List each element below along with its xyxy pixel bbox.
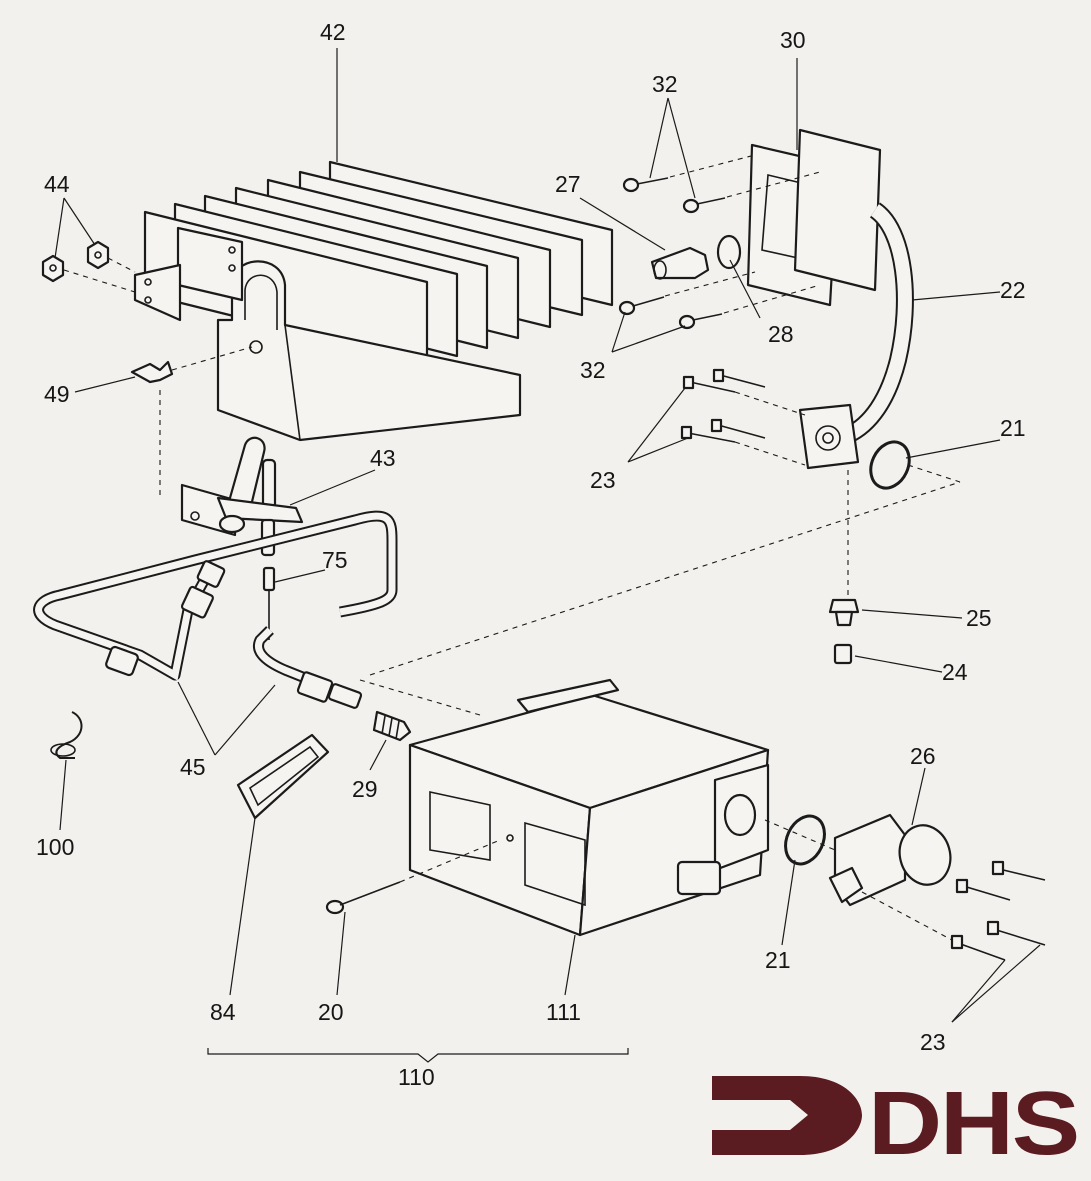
label-44: 44: [44, 171, 70, 197]
label-32-upper: 32: [652, 71, 678, 97]
nut-29: [372, 710, 412, 742]
o-ring-21-lower: [784, 814, 826, 866]
leader-lines: [54, 48, 1041, 1023]
screws-32: [618, 177, 726, 330]
screw-20: [325, 881, 401, 915]
gasket-84: [236, 733, 330, 820]
bracket-110: [207, 1048, 629, 1063]
dhs-logo-text: DHS: [868, 1074, 1078, 1174]
label-29: 29: [352, 776, 378, 802]
washer-28: [716, 234, 742, 270]
bolts-23-lower: [950, 860, 1046, 961]
nut-44-right: [86, 240, 110, 270]
nipple-24: [833, 643, 853, 665]
label-21-upper: 21: [1000, 415, 1026, 441]
fitting-27: [650, 246, 710, 280]
gas-valve-111: [408, 678, 770, 937]
label-49: 49: [44, 381, 70, 407]
label-26: 26: [910, 743, 936, 769]
label-21-lower: 21: [765, 947, 791, 973]
dhs-logo: DHS: [712, 1074, 1080, 1174]
nut-44-left: [41, 254, 65, 283]
clip-100: [50, 711, 83, 759]
label-23-upper: 23: [590, 467, 616, 493]
inlet-elbow-26: [828, 813, 952, 907]
bolts-23-upper: [680, 368, 766, 443]
label-20: 20: [318, 999, 344, 1025]
wing-nut-49: [130, 360, 174, 384]
burner-bracket: [133, 263, 182, 322]
gas-pipe-22: [798, 202, 914, 470]
label-25: 25: [966, 605, 992, 631]
flange-plate: [793, 128, 882, 292]
label-30: 30: [780, 27, 806, 53]
burner-assembly-42: [133, 160, 614, 442]
part-labels: 42 30 32 27 44 22 28 32 49 21 43 23 75 2…: [36, 19, 1026, 1090]
label-28: 28: [768, 321, 794, 347]
label-32-lower: 32: [580, 357, 606, 383]
label-110: 110: [398, 1064, 435, 1090]
label-22: 22: [1000, 277, 1026, 303]
label-84: 84: [210, 999, 236, 1025]
label-27: 27: [555, 171, 581, 197]
label-42: 42: [320, 19, 346, 45]
dhs-logo-arrow-mark: [712, 1076, 862, 1155]
label-24: 24: [942, 659, 968, 685]
o-ring-21-upper: [869, 440, 911, 490]
pilot-tubes-45: [33, 510, 398, 709]
label-75: 75: [322, 547, 348, 573]
label-111: 111: [546, 999, 581, 1025]
label-23-lower: 23: [920, 1029, 946, 1055]
label-43: 43: [370, 445, 396, 471]
union-25: [828, 598, 860, 627]
label-45: 45: [180, 754, 206, 780]
label-100: 100: [36, 834, 74, 860]
